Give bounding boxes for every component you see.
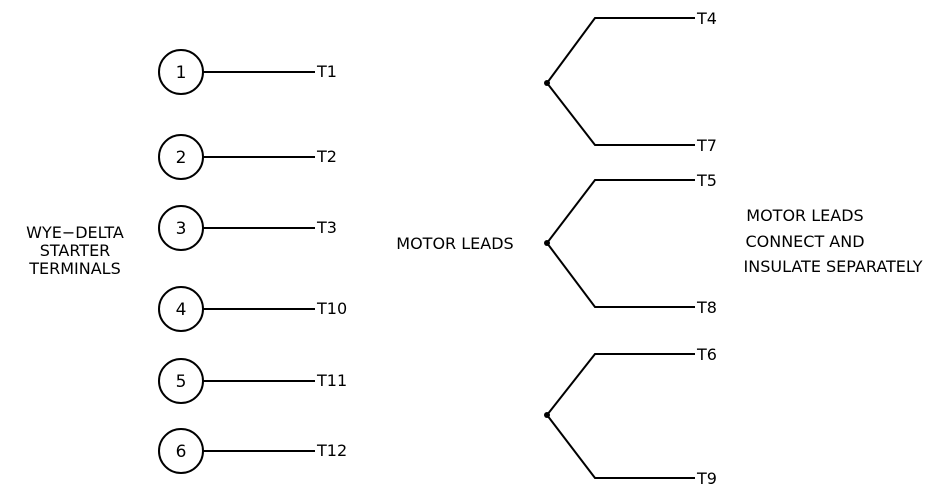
- lead-top-label: T4: [696, 9, 717, 28]
- terminal-circle: [158, 134, 204, 180]
- lead-top-label: T6: [696, 345, 717, 364]
- starter-label-line-1: WYE−DELTA: [26, 223, 124, 242]
- lead-top-label: T5: [696, 171, 717, 190]
- lead-bottom-label: T9: [696, 469, 717, 487]
- note-line-3: INSULATE SEPARATELY: [744, 257, 923, 276]
- terminal-lead-label: T1: [316, 62, 337, 81]
- terminal-lead-label: T12: [316, 441, 347, 460]
- terminal-5: 5 T11: [158, 358, 347, 404]
- starter-label-line-3: TERMINALS: [28, 259, 121, 278]
- terminal-lead-label: T10: [316, 299, 347, 318]
- terminal-circle: [158, 286, 204, 332]
- terminal-number: 4: [176, 300, 187, 320]
- terminal-number: 6: [176, 442, 187, 462]
- terminal-number: 5: [176, 372, 187, 392]
- terminal-number: 1: [176, 63, 187, 83]
- terminal-circle: [158, 205, 204, 251]
- lead-bottom-label: T7: [696, 136, 717, 155]
- terminal-lead-label: T11: [316, 371, 347, 390]
- terminal-circle: [158, 358, 204, 404]
- starter-label: WYE−DELTA STARTER TERMINALS: [26, 223, 124, 278]
- terminal-lead-label: T3: [316, 218, 337, 237]
- lead-wire-pair: [545, 179, 695, 308]
- terminal-lead-label: T2: [316, 147, 337, 166]
- terminal-1: 1 T1: [158, 49, 337, 95]
- terminal-circle: [158, 49, 204, 95]
- motor-leads-note: MOTOR LEADS CONNECT AND INSULATE SEPARAT…: [744, 206, 923, 276]
- starter-label-line-2: STARTER: [40, 241, 111, 260]
- junction-dot: [544, 80, 550, 86]
- terminal-2: 2 T2: [158, 134, 337, 180]
- lead-bottom-label: T8: [696, 298, 717, 317]
- terminal-3: 3 T3: [158, 205, 337, 251]
- terminal-6: 6 T12: [158, 428, 347, 474]
- junction-dot: [544, 240, 550, 246]
- terminal-4: 4 T10: [158, 286, 347, 332]
- motor-leads-label: MOTOR LEADS: [396, 234, 513, 253]
- note-line-1: MOTOR LEADS: [746, 206, 863, 225]
- lead-wire-pair: [545, 17, 695, 146]
- terminal-number: 3: [176, 219, 187, 239]
- junction-dot: [544, 412, 550, 418]
- note-line-2: CONNECT AND: [745, 232, 864, 251]
- terminal-circle: [158, 428, 204, 474]
- terminal-number: 2: [176, 148, 187, 168]
- lead-wire-pair: [545, 353, 695, 479]
